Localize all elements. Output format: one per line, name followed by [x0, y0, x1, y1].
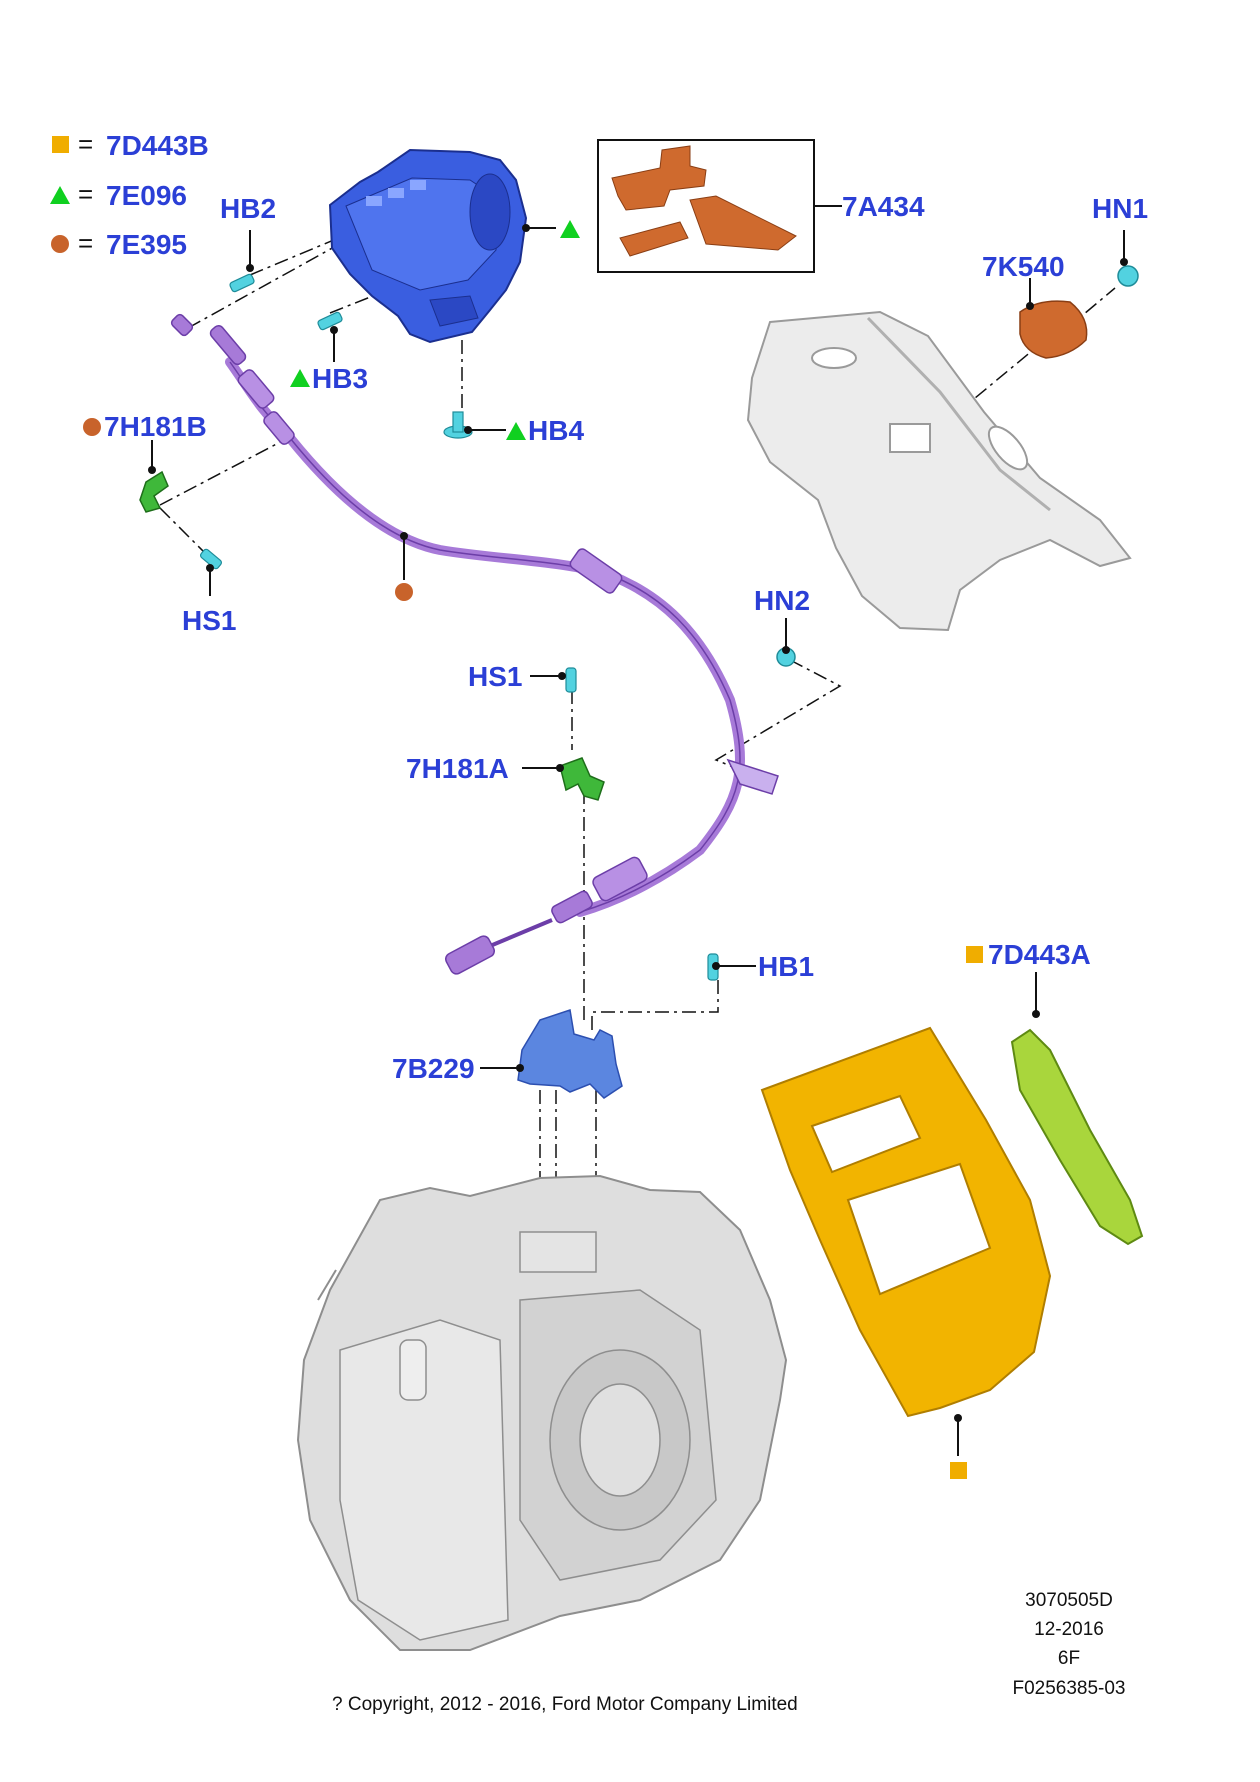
drawing-meta: 3070505D 12-2016 6F F0256385-03 ? Copyri…	[332, 1590, 1126, 1715]
bolt-hb3	[317, 311, 343, 331]
legend-code-7e096: 7E096	[106, 180, 187, 211]
drawing-number: 3070505D	[1025, 1590, 1113, 1611]
marker-triangle-hb4	[506, 422, 526, 440]
label-hb1: HB1	[758, 951, 814, 982]
nut-hn1	[1117, 265, 1139, 287]
label-hb3: HB3	[312, 363, 368, 394]
label-hs1-mid: HS1	[468, 661, 522, 692]
label-hb2: HB2	[220, 193, 276, 224]
center-console-7d443b	[760, 1026, 1052, 1418]
bolt-hs1-top	[199, 548, 223, 570]
clip-7h181a	[559, 757, 605, 801]
label-7a434: 7A434	[842, 191, 925, 222]
label-7h181b: 7H181B	[104, 411, 207, 442]
marker-triangle-selector	[560, 220, 580, 238]
gear-selector-assembly	[328, 148, 528, 344]
label-hn1: HN1	[1092, 193, 1148, 224]
leader-lines	[83, 205, 1128, 1479]
legend-equals: =	[78, 228, 93, 258]
legend-triangle-symbol	[50, 186, 70, 204]
legend-code-7d443b: 7D443B	[106, 130, 209, 161]
marker-circle-cable	[395, 583, 413, 601]
drawing-variant: 6F	[1058, 1648, 1080, 1669]
legend-equals: =	[78, 129, 93, 159]
legend-item-triangle: = 7E096	[50, 179, 187, 211]
clip-7h181b	[139, 470, 169, 513]
marker-square-console	[950, 1462, 967, 1479]
drawing-date: 12-2016	[1034, 1619, 1104, 1640]
marker-square-7d443a	[966, 946, 983, 963]
label-7b229: 7B229	[392, 1053, 475, 1084]
marker-triangle-hb3	[290, 369, 310, 387]
cable-end-top	[170, 313, 194, 337]
legend-item-square: = 7D443B	[52, 129, 209, 161]
cable-clip-plate	[726, 758, 779, 795]
cable-end-bottom	[445, 935, 495, 975]
pad-large	[611, 145, 707, 211]
mounting-bracket	[746, 310, 1132, 632]
cable-mid-bracket	[569, 548, 623, 594]
shift-cable	[170, 313, 779, 975]
pad-set-7a434	[597, 139, 815, 273]
legend-item-circle: = 7E395	[51, 228, 187, 260]
legend-circle-symbol	[51, 235, 69, 253]
trim-panel-7d443a	[1010, 1028, 1144, 1246]
legend: = 7D443B = 7E096 = 7E395	[50, 129, 209, 260]
legend-equals: =	[78, 179, 93, 209]
part-labels: HB2 HB3 HB4 7A434 HN1 7K540 7H181B HS1 H…	[104, 191, 1148, 1084]
label-hs1-top: HS1	[182, 605, 236, 636]
bracket-body	[746, 310, 1132, 632]
bolt-hs1-mid	[565, 667, 577, 693]
bolt-hb2	[229, 273, 255, 293]
copyright-notice: ? Copyright, 2012 - 2016, Ford Motor Com…	[332, 1694, 798, 1715]
legend-code-7e395: 7E395	[106, 229, 187, 260]
cable-bracket-7b229	[517, 1009, 623, 1099]
label-7h181a: 7H181A	[406, 753, 509, 784]
label-hn2: HN2	[754, 585, 810, 616]
cable-sheath	[225, 357, 745, 917]
legend-square-symbol	[52, 136, 69, 153]
transmission-casting	[296, 1174, 788, 1651]
pad-small	[619, 221, 689, 257]
label-hb4: HB4	[528, 415, 584, 446]
rubber-pad-7k540	[1019, 300, 1088, 359]
marker-circle-7h181b	[83, 418, 101, 436]
label-7d443a: 7D443A	[988, 939, 1091, 970]
label-7k540: 7K540	[982, 251, 1065, 282]
figure-id: F0256385-03	[1012, 1678, 1125, 1699]
pad-long	[689, 195, 797, 251]
